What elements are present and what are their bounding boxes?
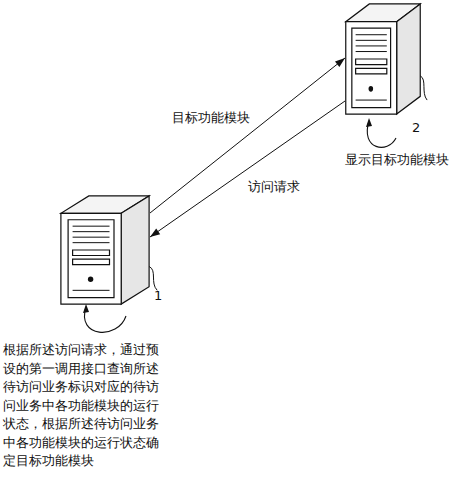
server-icon (60, 195, 150, 305)
note-text: 根据所述访问请求，通过预设的第一调用接口查询所述待访问业务标识对应的待访问业务中… (3, 341, 168, 471)
arrow-head (335, 58, 345, 67)
callout-number: 2 (412, 121, 420, 135)
leader-line (420, 76, 427, 100)
drive-bay (356, 68, 387, 74)
arrow-head (150, 228, 160, 237)
note-text: 显示目标功能模块 (345, 151, 473, 170)
server-detail (356, 34, 387, 35)
edge-label: 访问请求 (246, 179, 302, 195)
server-detail (73, 242, 110, 243)
arrow-head (366, 118, 372, 127)
server-panel (68, 220, 114, 298)
server-detail (73, 226, 110, 227)
server-detail (73, 231, 110, 232)
server-side (397, 4, 421, 114)
server-icon (345, 3, 421, 115)
server-node: 2 (345, 3, 421, 115)
connector-arrow (150, 101, 345, 237)
server-node: 1 (60, 195, 150, 305)
server-front (346, 22, 397, 114)
connector-arrow (150, 58, 345, 213)
server-detail (73, 290, 110, 291)
server-panel (352, 28, 391, 107)
server-side (121, 196, 149, 304)
callout-number: 1 (154, 289, 162, 303)
connector-line (150, 101, 345, 237)
arrow-head (83, 304, 89, 313)
connector-line (150, 58, 345, 213)
leader-line (149, 267, 157, 291)
power-button (369, 86, 374, 92)
server-detail (73, 237, 110, 238)
edge-label: 目标功能模块 (170, 110, 252, 126)
server-detail (356, 100, 387, 101)
self-loop-arrow (84, 307, 126, 332)
drive-bay (73, 250, 110, 256)
server-detail (356, 51, 387, 52)
server-detail (356, 40, 387, 41)
power-button (88, 277, 93, 283)
server-detail (356, 45, 387, 46)
drive-bay (73, 259, 110, 265)
server-front (61, 213, 121, 304)
drive-bay (356, 59, 387, 65)
